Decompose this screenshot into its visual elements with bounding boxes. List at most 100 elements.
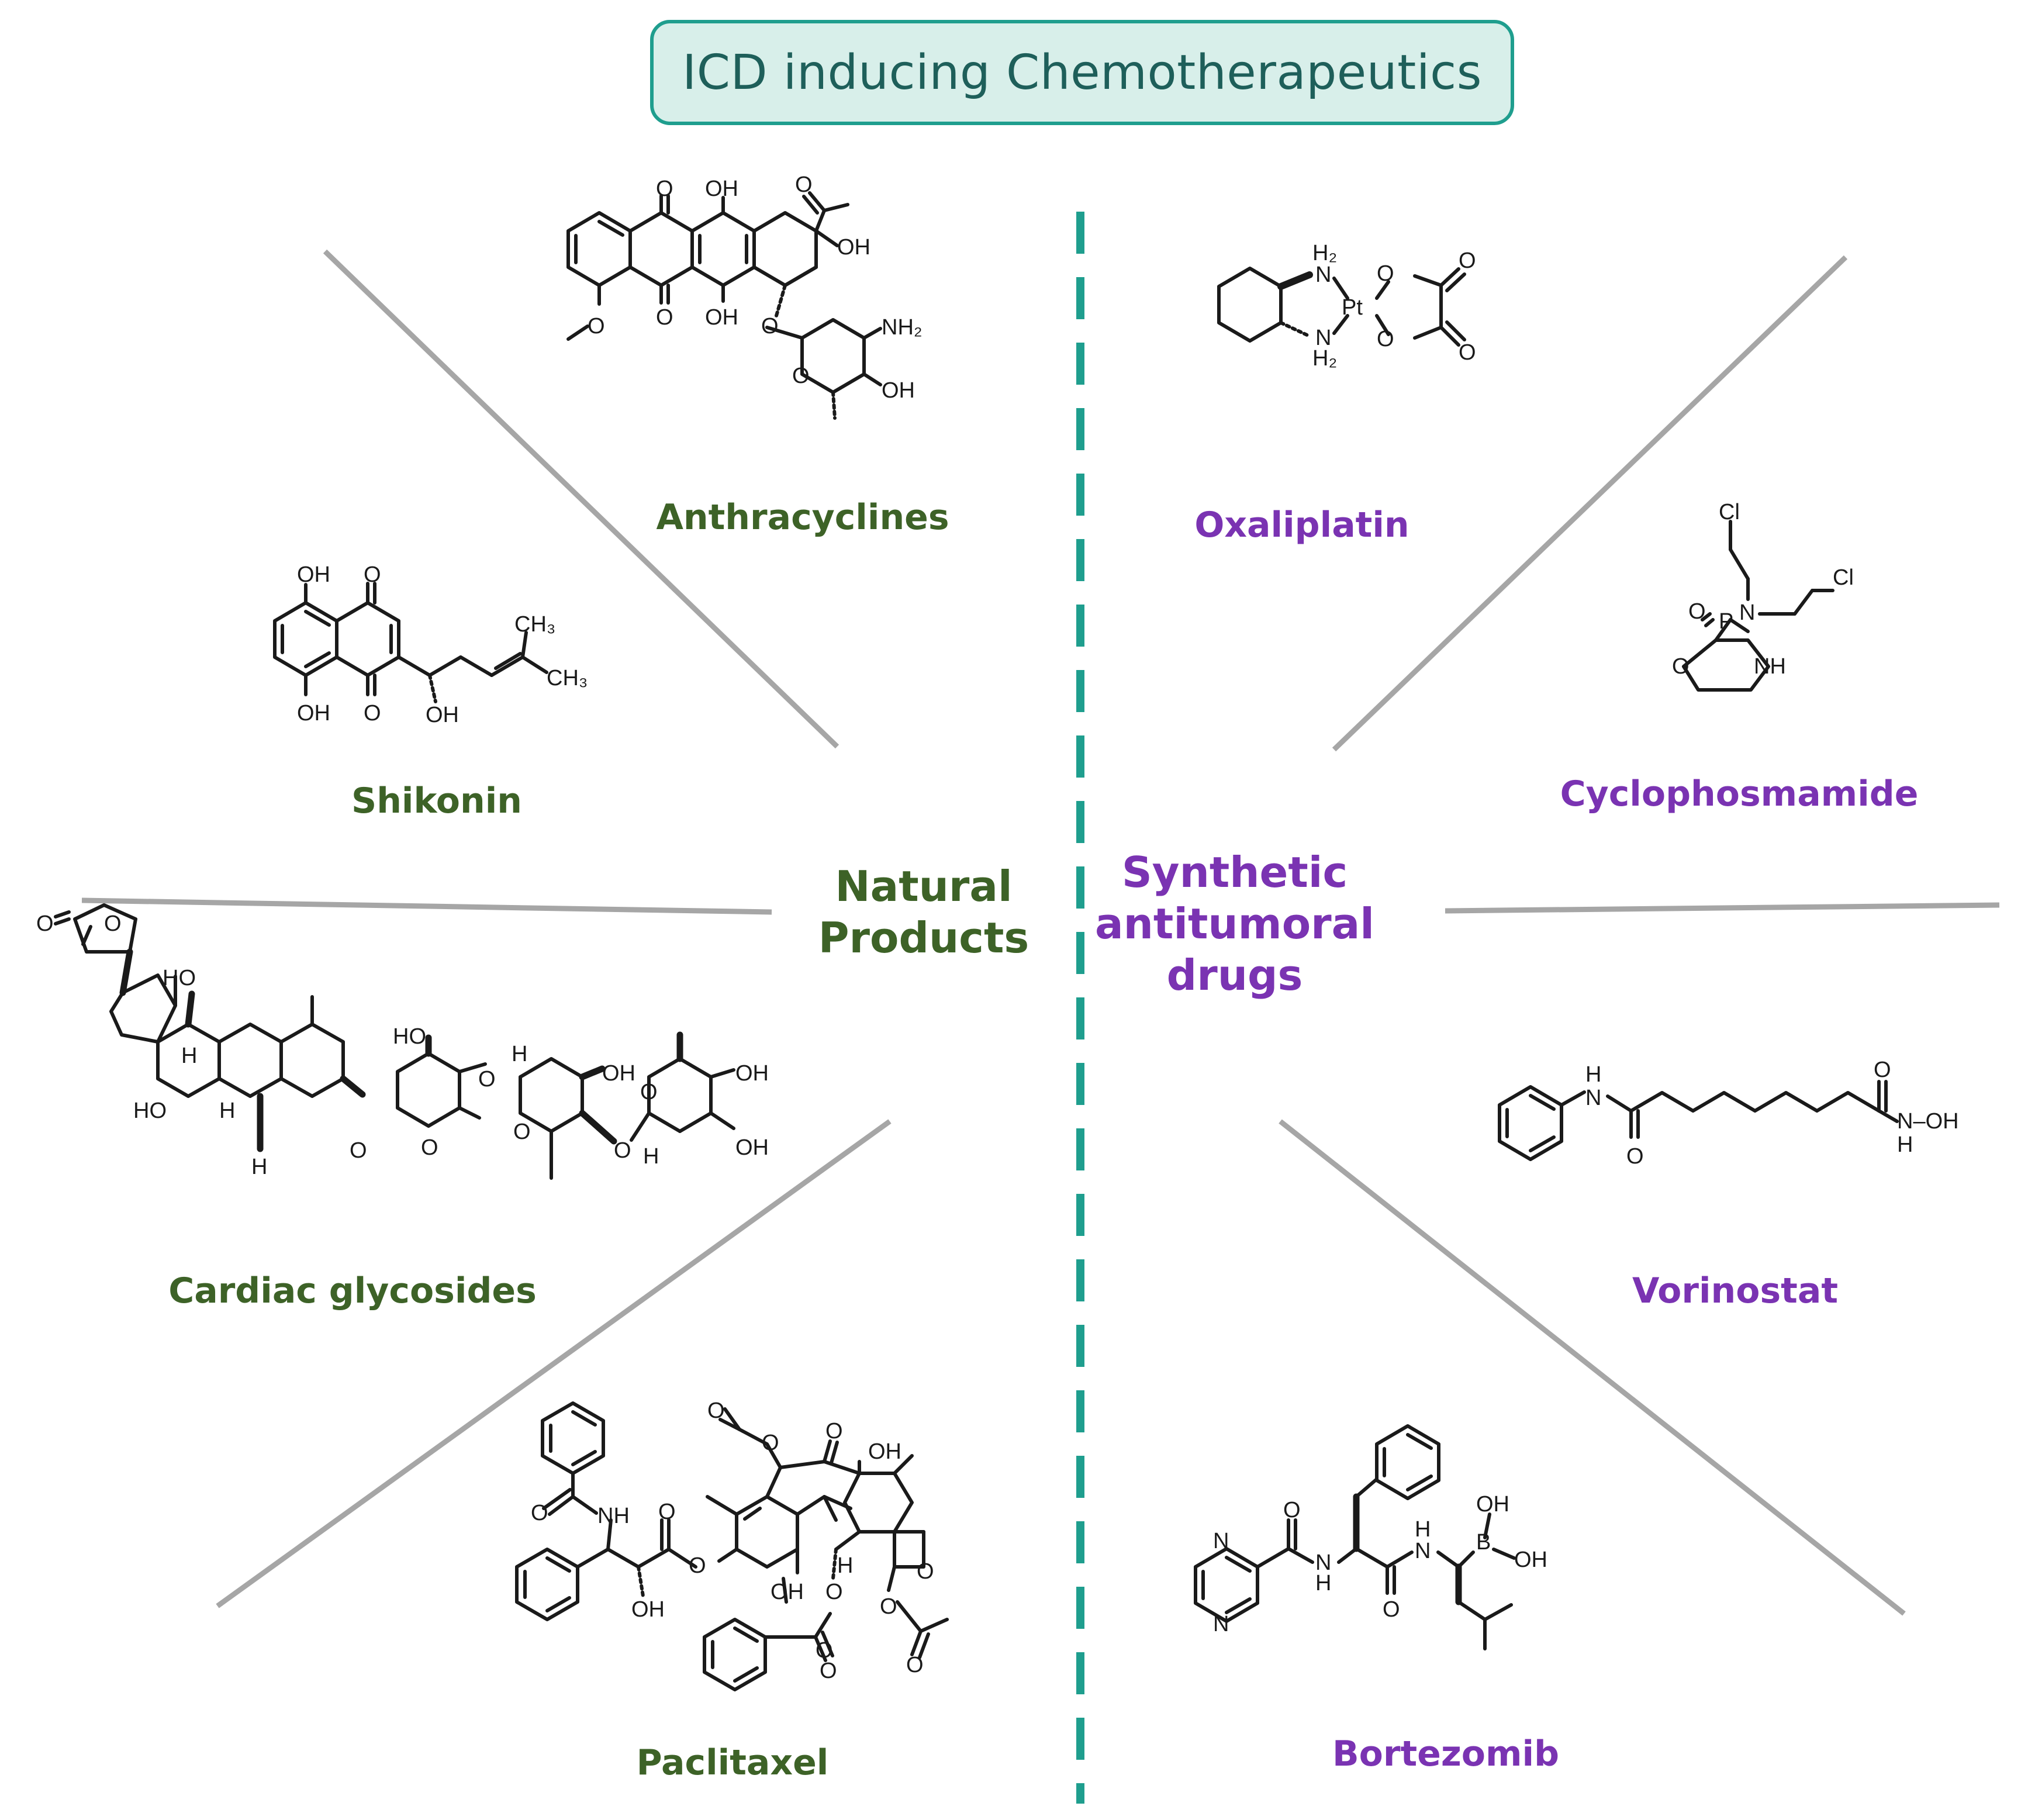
bortezomib-structure	[1194, 1424, 1516, 1650]
atom-label: OH	[705, 177, 738, 201]
heading-natural-products: Natural Products	[818, 861, 1029, 963]
shikonin-structure	[273, 582, 548, 703]
atom-label: O	[825, 1580, 843, 1604]
anthracycline-structure	[566, 191, 882, 420]
atom-label: O	[364, 701, 381, 726]
atom-label: NH₂	[882, 315, 923, 340]
atom-label: O	[1377, 261, 1394, 286]
oxaliplatin-structure	[1217, 267, 1466, 347]
atom-label: H	[219, 1099, 235, 1123]
heading-synthetic-line1: Synthetic	[1121, 848, 1348, 897]
atom-label: O	[658, 1500, 676, 1524]
atom-label: O	[513, 1120, 531, 1144]
atom-label: N	[1315, 326, 1331, 350]
label-cyclophosmamide: Cyclophosmamide	[1560, 773, 1919, 814]
atom-label: HO	[133, 1099, 167, 1123]
atom-label: HO	[393, 1024, 426, 1049]
spoke-lower-right	[1279, 1119, 1906, 1616]
paclitaxel-structure	[515, 1401, 949, 1691]
spoke-lower-left	[216, 1119, 892, 1608]
atom-label: OH	[735, 1135, 769, 1160]
heading-synthetic-drugs: Synthetic antitumoral drugs	[1095, 847, 1374, 1001]
diagram-title: ICD inducing Chemotherapeutics	[682, 44, 1482, 101]
atom-label: N	[1585, 1086, 1601, 1110]
heading-synthetic-line3: drugs	[1166, 951, 1303, 1000]
label-oxaliplatin: Oxaliplatin	[1194, 505, 1409, 545]
atom-label: OH	[297, 562, 330, 587]
atom-label: O	[1626, 1144, 1644, 1169]
atom-label: O	[588, 314, 605, 339]
atom-label: O	[531, 1501, 548, 1525]
label-cardiac-glycosides: Cardiac glycosides	[168, 1270, 537, 1311]
atom-label: H	[251, 1155, 267, 1179]
atom-label: H	[837, 1553, 853, 1578]
atom-label: H	[643, 1144, 659, 1169]
heading-synthetic-line2: antitumoral	[1095, 899, 1374, 948]
atom-label: O	[825, 1419, 843, 1443]
atom-label: O	[816, 1638, 833, 1663]
atom-label: N	[1213, 1612, 1229, 1636]
atom-label: O	[795, 172, 813, 197]
atom-label: O	[614, 1138, 631, 1163]
label-paclitaxel: Paclitaxel	[636, 1742, 829, 1783]
atom-label: CH₃	[547, 666, 588, 690]
atom-label: NH	[597, 1504, 630, 1528]
atom-label: N	[1415, 1539, 1431, 1563]
spoke-upper-right	[1332, 255, 1848, 752]
atom-label: OH	[868, 1439, 901, 1464]
atom-label: O	[364, 562, 381, 587]
atom-label: Pt	[1342, 295, 1363, 320]
atom-label: OH	[705, 305, 738, 330]
cyclophosphamide-structure	[1682, 520, 1834, 692]
atom-label: H	[512, 1042, 527, 1066]
atom-label: O	[421, 1135, 438, 1160]
atom-label: O	[820, 1659, 837, 1683]
atom-label: O	[792, 364, 810, 388]
atom-label: O	[1672, 654, 1690, 679]
label-shikonin: Shikonin	[351, 781, 523, 821]
atom-label: O	[689, 1553, 706, 1578]
atom-label: O	[1874, 1058, 1891, 1082]
label-bortezomib: Bortezomib	[1332, 1733, 1560, 1774]
label-vorinostat: Vorinostat	[1632, 1270, 1839, 1311]
atom-label: NH	[1754, 654, 1786, 679]
atom-label: O	[656, 177, 673, 201]
atom-label: O	[1383, 1597, 1400, 1622]
spoke-mid-right	[1445, 902, 2000, 914]
atom-label: OH	[602, 1061, 635, 1086]
atom-label: O	[1459, 340, 1476, 365]
atom-label: H	[1897, 1132, 1913, 1157]
atom-label: HO	[163, 966, 196, 990]
atom-label: O	[1283, 1498, 1301, 1522]
atom-label: N	[1315, 1550, 1331, 1575]
vorinostat-structure	[1498, 1080, 1899, 1161]
atom-label: OH	[882, 378, 915, 403]
atom-label: O	[1459, 248, 1476, 273]
atom-label: O	[917, 1559, 934, 1584]
atom-label: H₂	[1312, 241, 1337, 265]
atom-label: N	[1315, 263, 1331, 287]
atom-label: Cl	[1719, 500, 1740, 524]
label-anthracyclines: Anthracyclines	[656, 497, 949, 538]
atom-label: O	[640, 1080, 658, 1104]
atom-label: O	[762, 1431, 779, 1455]
atom-label: N	[1213, 1529, 1229, 1553]
atom-label: OH	[1514, 1548, 1547, 1572]
atom-label: P	[1719, 609, 1733, 634]
atom-label: CH₃	[514, 612, 555, 637]
atom-label: O	[656, 305, 673, 330]
spoke-mid-left	[81, 897, 772, 915]
atom-label: O	[478, 1067, 496, 1092]
heading-natural-products-line1: Natural	[835, 862, 1013, 911]
atom-label: O	[880, 1594, 897, 1619]
heading-natural-products-line2: Products	[818, 913, 1029, 962]
atom-label: Cl	[1833, 565, 1854, 590]
atom-label: OH	[837, 235, 870, 260]
atom-label: O	[104, 911, 122, 936]
atom-label: O	[906, 1653, 924, 1677]
atom-label: O	[1377, 327, 1394, 351]
